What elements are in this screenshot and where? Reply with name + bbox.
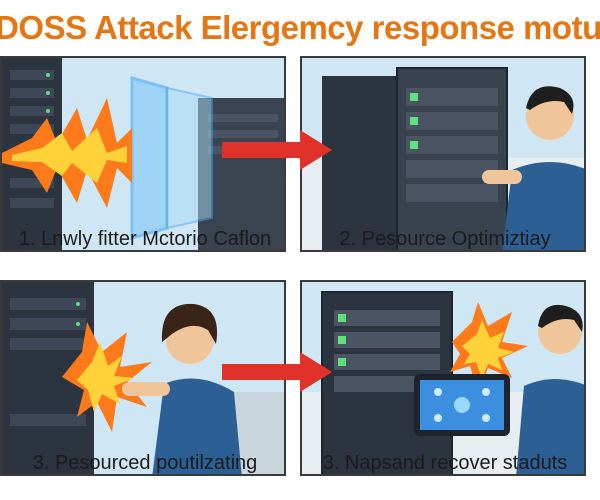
arrow-step-1-to-2 [222, 130, 332, 170]
shield-wave-illustration [2, 58, 284, 250]
infographic-title: DDOSS Attack Elergemcy response motula [0, 9, 600, 46]
panel-step-4: 3. Napsand recover staduts [300, 280, 586, 476]
step-4-caption: 3. Napsand recover staduts [322, 452, 568, 474]
arrow-step-3-to-4 [222, 352, 332, 392]
step-2-caption: 2. Pesource Optimiztiay [339, 228, 551, 250]
tablet-network-illustration [302, 282, 584, 474]
panel-step-2: 2. Pesource Optimiztiay [300, 56, 586, 252]
panel-step-1: 1. Lnwly fitter Mctorio Caflon [0, 56, 286, 252]
step-1-caption: 1. Lnwly fitter Mctorio Caflon [18, 228, 272, 250]
step-3-caption: 3. Pesourced poutilzating [32, 452, 258, 474]
server-rack-illustration [302, 58, 584, 250]
